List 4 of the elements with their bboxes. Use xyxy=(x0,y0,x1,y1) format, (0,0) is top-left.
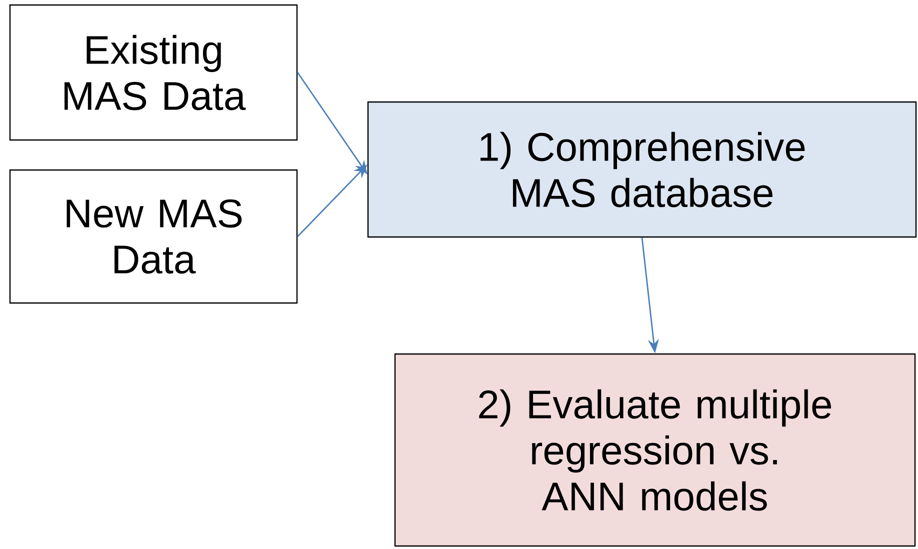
process-box: 1) Comprehensive MAS database xyxy=(367,101,917,238)
data-box: Existing MAS Data xyxy=(9,4,298,141)
process-box: 2) Evaluate multiple regression vs. ANN models xyxy=(394,353,916,547)
data-box: New MAS Data xyxy=(9,169,298,304)
